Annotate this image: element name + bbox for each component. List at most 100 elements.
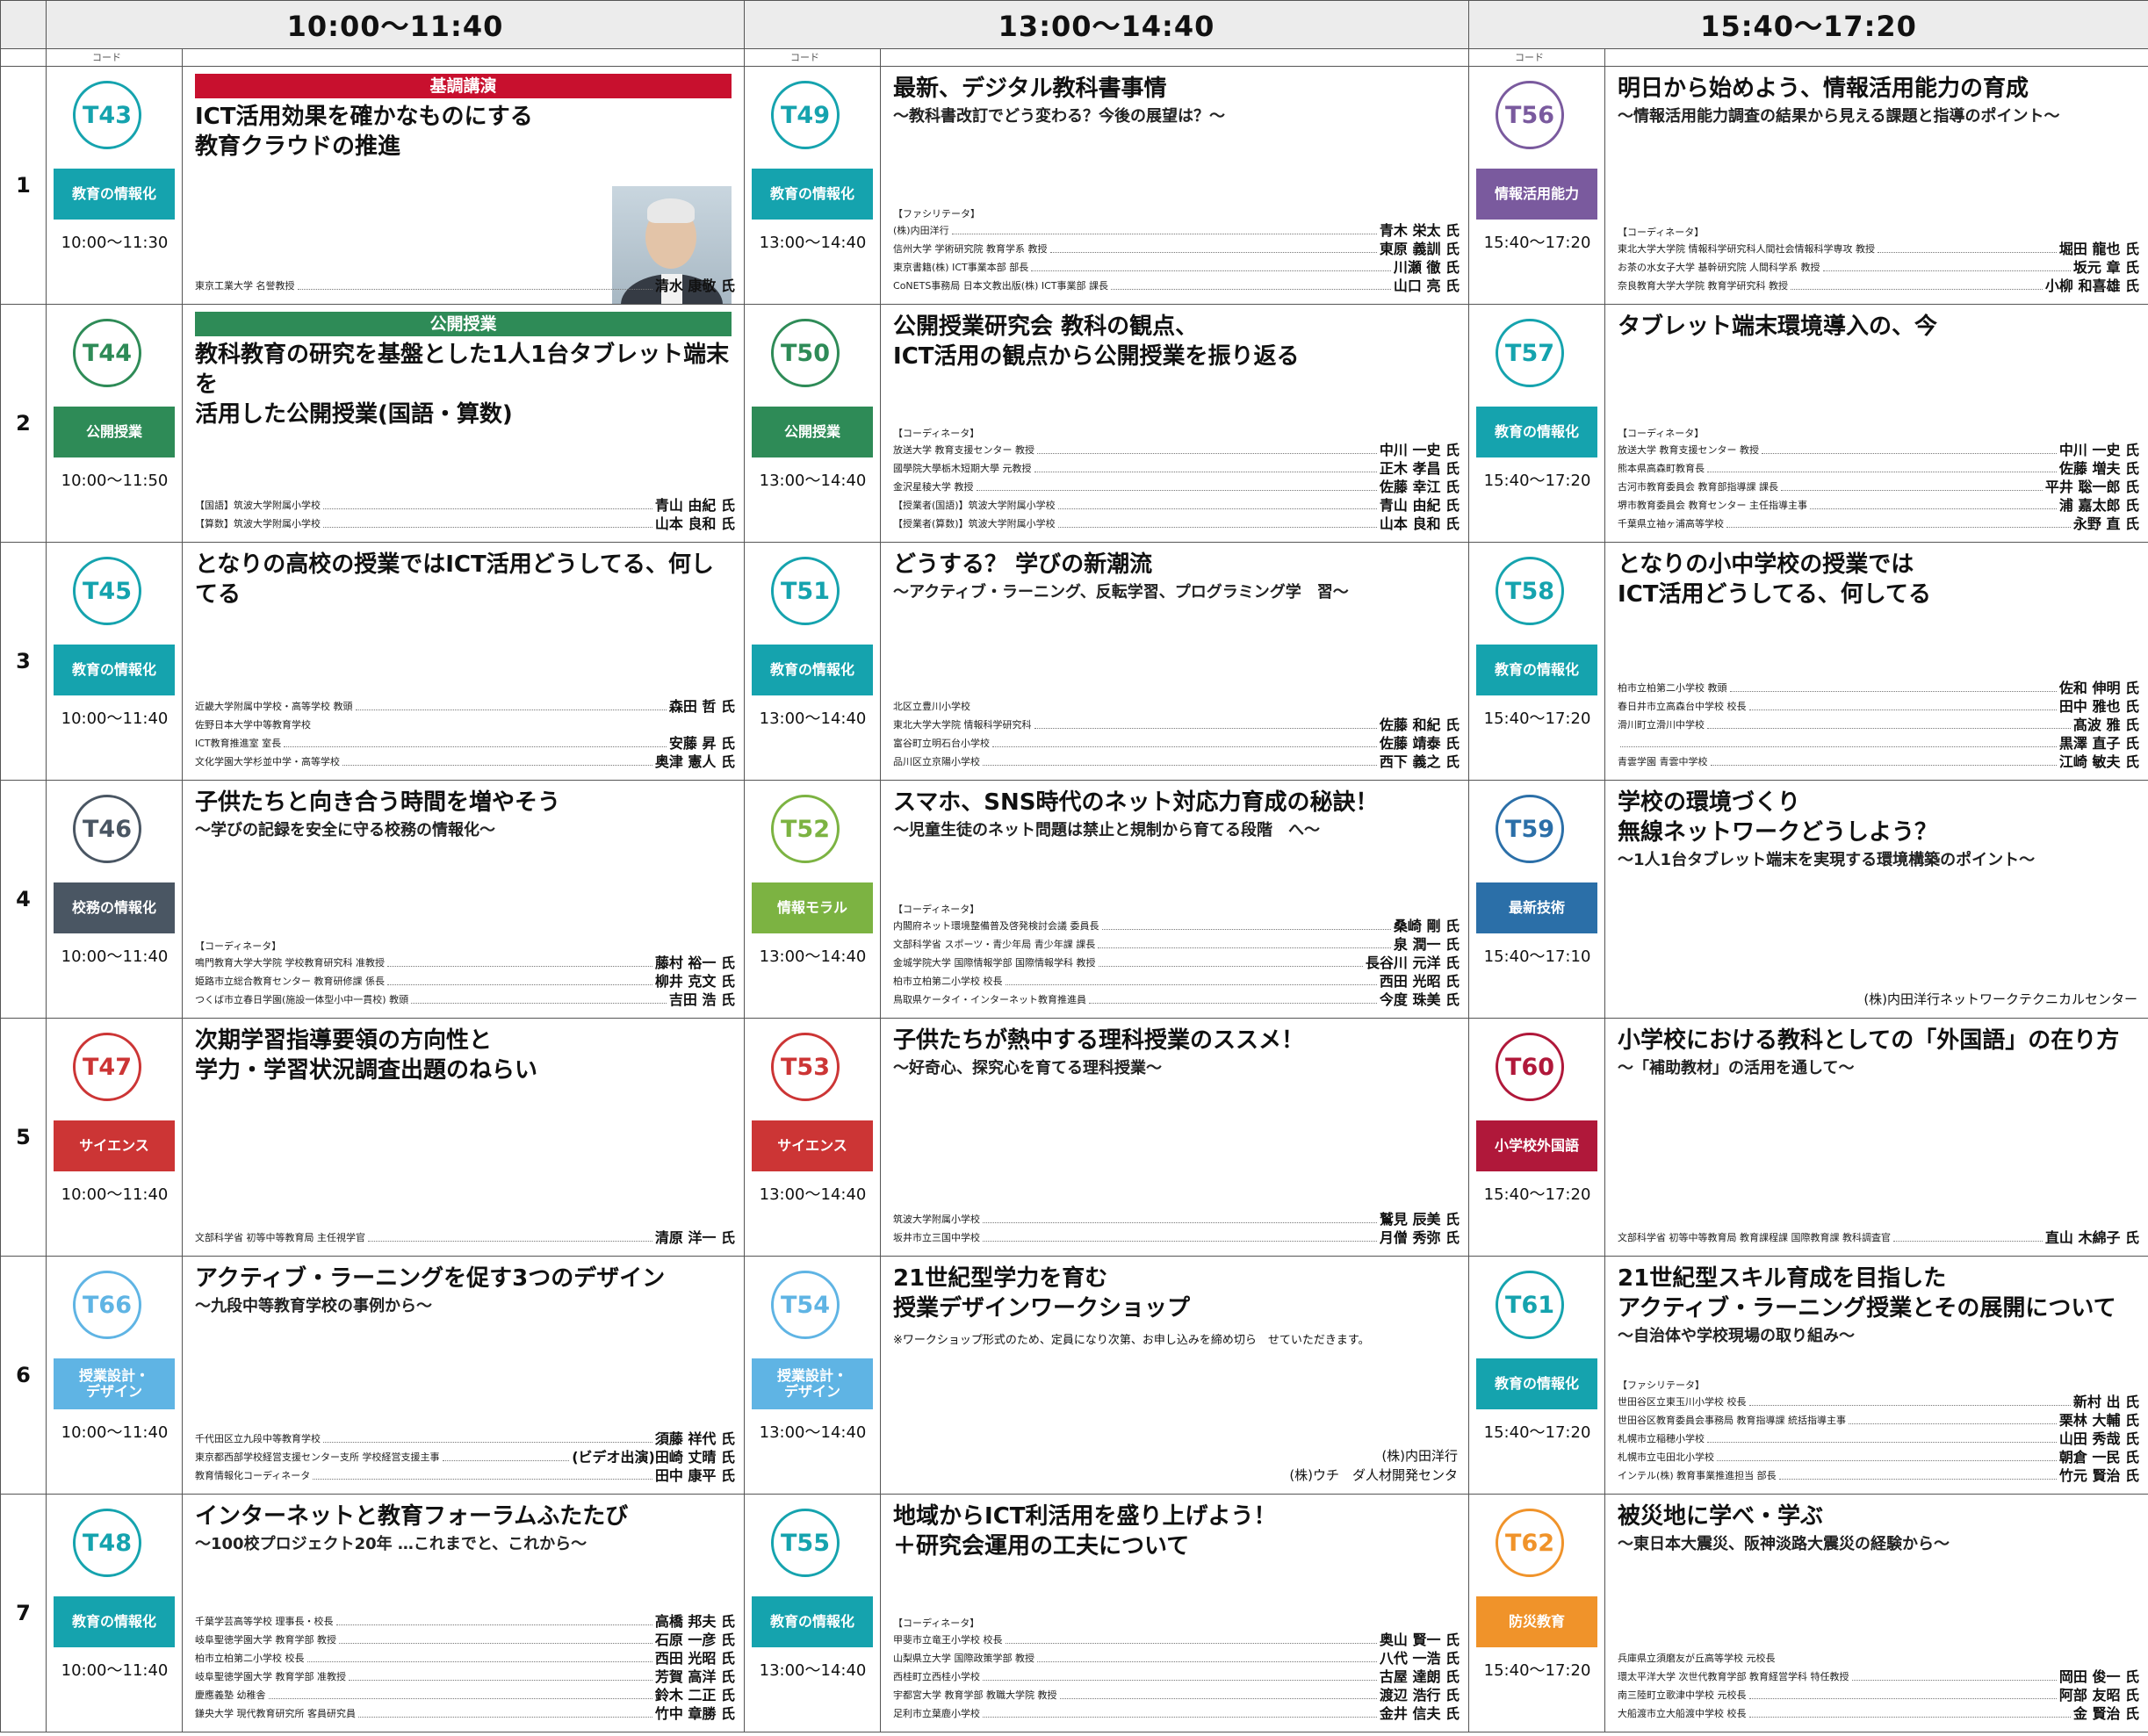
session-row: 3 T45 教育の情報化 10:00～11:40 となりの高校の授業ではICT活… — [0, 542, 2148, 781]
speaker-name: 山本 良和 氏 — [1379, 515, 1460, 532]
speaker: 東京都西部学校経営支援センター支所 学校経営支援主事(ビデオ出演)田崎 丈晴 氏 — [195, 1448, 735, 1466]
speaker-affiliation: 世田谷区立東玉川小学校 校長 — [1618, 1396, 1747, 1408]
session-code-badge[interactable]: T43 — [73, 81, 141, 149]
session-time: 13:00～14:40 — [759, 1185, 867, 1204]
session-title[interactable]: 教科教育の研究を基盤とした1人1台タブレット端末を 活用した公開授業(国語・算数… — [195, 342, 730, 428]
session-code-badge[interactable]: T52 — [771, 795, 840, 863]
session-title[interactable]: 地域からICT利活用を盛り上げよう！ ＋研究会運用の工夫について — [893, 1503, 1277, 1560]
speaker: 放送大学 教育支援センター 教授中川 一史 氏 — [1618, 441, 2139, 459]
session-title[interactable]: となりの小中学校の授業では ICT活用どうしてる、何してる — [1618, 551, 1931, 608]
session-body-cell: 明日から始めよう、情報活用能力の育成～情報活用能力調査の結果から見える課題と指導… — [1604, 66, 2148, 305]
session-time: 15:40～17:20 — [1483, 710, 1591, 728]
session-code-badge[interactable]: T54 — [771, 1271, 840, 1339]
speaker: 宇都宮大学 教育学部 教職大学院 教授渡辺 浩行 氏 — [893, 1686, 1460, 1704]
speaker-name: 清原 洋一 氏 — [654, 1229, 736, 1246]
speaker-name: 泉 潤一 氏 — [1393, 936, 1460, 953]
session-code-badge[interactable]: T66 — [73, 1271, 141, 1339]
session-title[interactable]: インターネットと教育フォーラムふたたび — [195, 1503, 629, 1530]
session-subtitle: ～児童生徒のネット問題は禁止と規制から育てる段階 へ～ — [893, 821, 1321, 839]
category-tag: 教育の情報化 — [1476, 1358, 1598, 1409]
session-title[interactable]: アクティブ・ラーニングを促す3つのデザイン — [195, 1265, 666, 1292]
session-title[interactable]: 21世紀型学力を育む 授業デザインワークショップ — [893, 1265, 1191, 1322]
header-slot-2: 13:00～14:40 — [744, 0, 1470, 49]
category-tag-label: サイエンス — [79, 1136, 149, 1154]
speaker-affiliation: 岐阜聖徳学園大学 教育学部 教授 — [195, 1634, 336, 1646]
session-title[interactable]: どうする？ 学びの新潮流 — [893, 551, 1153, 578]
category-tag: 公開授業 — [54, 407, 175, 457]
session-row: 5 T47 サイエンス 10:00～11:40 次期学習指導要領の方向性と 学力… — [0, 1018, 2148, 1257]
session-time: 10:00～11:40 — [61, 947, 169, 966]
speaker-name: 栗林 大輔 氏 — [2058, 1412, 2140, 1429]
category-tag: 教育の情報化 — [752, 645, 874, 695]
session-code-cell: T56 情報活用能力 15:40～17:20 — [1468, 66, 1606, 305]
speaker-affiliation: 堺市教育委員会 教育センター 主任指導主事 — [1618, 500, 1808, 511]
category-tag-label: 校務の情報化 — [71, 898, 156, 916]
session-code-badge[interactable]: T53 — [771, 1033, 840, 1101]
speaker-name: 西田 光昭 氏 — [1379, 973, 1460, 990]
category-tag: 防災教育 — [1476, 1596, 1598, 1647]
speaker-affiliation: 千代田区立九段中等教育学校 — [195, 1433, 321, 1444]
session-code-badge[interactable]: T61 — [1496, 1271, 1565, 1339]
session-code-badge[interactable]: T51 — [771, 557, 840, 625]
session-title[interactable]: 最新、デジタル教科書事情 — [893, 76, 1167, 102]
category-tag-label: 小学校外国語 — [1495, 1136, 1580, 1154]
session-code-badge[interactable]: T48 — [73, 1509, 141, 1577]
speaker: 坂井市立三国中学校月僧 秀弥 氏 — [893, 1228, 1460, 1247]
speaker-affiliation: 柏市立柏第二小学校 校長 — [195, 1653, 305, 1664]
speaker-affiliation: 東京書籍(株) ICT事業本部 部長 — [893, 262, 1029, 273]
speaker-name: 山本 良和 氏 — [654, 515, 736, 532]
speaker: 姫路市立総合教育センター 教育研修課 係長柳井 克文 氏 — [195, 972, 735, 990]
session-code-cell: T47 サイエンス 10:00～11:40 — [46, 1018, 183, 1257]
category-tag: 授業設計・ デザイン — [54, 1358, 175, 1409]
session-title[interactable]: となりの高校の授業ではICT活用どうしてる、何してる — [195, 551, 714, 608]
session-code-cell: T51 教育の情報化 13:00～14:40 — [744, 542, 882, 781]
code-label: コード — [1468, 48, 1606, 67]
session-code-badge[interactable]: T60 — [1496, 1033, 1565, 1101]
session-code-badge[interactable]: T58 — [1496, 557, 1565, 625]
session-title[interactable]: 被災地に学べ・学ぶ — [1618, 1503, 1824, 1530]
speaker: 札幌市立稲穂小学校山田 秀哉 氏 — [1618, 1430, 2139, 1448]
session-code-badge[interactable]: T55 — [771, 1509, 840, 1577]
session-title[interactable]: 子供たちが熱中する理科授業のススメ！ — [893, 1027, 1305, 1054]
session-title[interactable]: 子供たちと向き合う時間を増やそう — [195, 789, 561, 816]
session-body-cell: 子供たちが熱中する理科授業のススメ！～好奇心、探究心を育てる理科授業～筑波大学附… — [880, 1018, 1470, 1257]
header-slot-3: 15:40～17:20 — [1468, 0, 2148, 49]
session-title[interactable]: 次期学習指導要領の方向性と 学力・学習状況調査出題のねらい — [195, 1027, 538, 1084]
session-code-badge[interactable]: T46 — [73, 795, 141, 863]
session-code-cell: T43 教育の情報化 10:00～11:30 — [46, 66, 183, 305]
category-tag-label: 授業設計・ デザイン — [777, 1366, 848, 1400]
speaker: 山梨県立大学 国際政策学部 教授八代 一浩 氏 — [893, 1649, 1460, 1668]
session-code-cell: T48 教育の情報化 10:00～11:40 — [46, 1494, 183, 1732]
session-title[interactable]: 21世紀型スキル育成を目指した アクティブ・ラーニング授業とその展開について — [1618, 1265, 2116, 1322]
session-body-cell: となりの小中学校の授業では ICT活用どうしてる、何してる柏市立柏第二小学校 教… — [1604, 542, 2148, 781]
session-code-badge[interactable]: T62 — [1496, 1509, 1565, 1577]
session-row: 2 T44 公開授業 10:00～11:50 公開授業教科教育の研究を基盤とした… — [0, 304, 2148, 543]
speaker: 文部科学省 スポーツ・青少年局 青少年課 課長 泉 潤一 氏 — [893, 935, 1460, 954]
session-row: 7 T48 教育の情報化 10:00～11:40 インターネットと教育フォーラム… — [0, 1494, 2148, 1732]
session-title[interactable]: タブレット端末環境導入の、今 — [1618, 313, 1938, 340]
session-code-badge[interactable]: T44 — [73, 319, 141, 387]
speaker-list: 千葉学芸高等学校 理事長・校長高橋 邦夫 氏岐阜聖徳学園大学 教育学部 教授石原… — [195, 1612, 735, 1723]
session-code-badge[interactable]: T49 — [771, 81, 840, 149]
session-code-badge[interactable]: T57 — [1496, 319, 1565, 387]
session-title[interactable]: 公開授業研究会 教科の観点、 ICT活用の観点から公開授業を振り返る — [893, 313, 1300, 370]
session-title[interactable]: 小学校における教科としての「外国語」の在り方 — [1618, 1027, 2120, 1054]
speaker-affiliation: 文部科学省 スポーツ・青少年局 青少年課 課長 — [893, 939, 1096, 950]
category-tag: サイエンス — [752, 1120, 874, 1171]
speaker-affiliation: 札幌市立稲穂小学校 — [1618, 1433, 1705, 1444]
session-code-badge[interactable]: T47 — [73, 1033, 141, 1101]
session-code-cell: T46 校務の情報化 10:00～11:40 — [46, 780, 183, 1019]
session-code-badge[interactable]: T59 — [1496, 795, 1565, 863]
session-subtitle: ～「補助教材」の活用を通して～ — [1618, 1059, 1855, 1077]
session-code-badge[interactable]: T56 — [1496, 81, 1565, 149]
header-slot-1: 10:00～11:40 — [45, 0, 746, 49]
session-title[interactable]: スマホ、SNS時代のネット対応力育成の秘訣！ — [893, 789, 1379, 816]
speaker-name: 佐藤 増夫 氏 — [2058, 460, 2140, 477]
session-code-badge[interactable]: T50 — [771, 319, 840, 387]
session-title[interactable]: 学校の環境づくり 無線ネットワークどうしよう？ — [1618, 789, 1938, 846]
session-title[interactable]: ICT活用効果を確かなものにする 教育クラウドの推進 — [195, 104, 533, 160]
speaker-affiliation: 鳥取県ケータイ・インターネット教育推進員 — [893, 994, 1087, 1005]
speaker: 岐阜聖徳学園大学 教育学部 教授石原 一彦 氏 — [195, 1631, 735, 1649]
session-code-badge[interactable]: T45 — [73, 557, 141, 625]
session-title[interactable]: 明日から始めよう、情報活用能力の育成 — [1618, 76, 2029, 102]
